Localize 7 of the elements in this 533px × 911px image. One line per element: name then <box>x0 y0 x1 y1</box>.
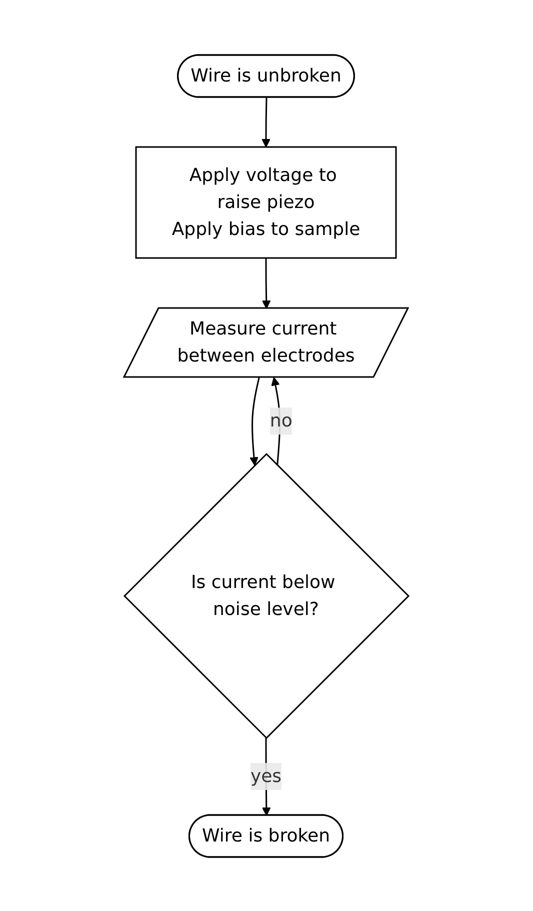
arrow <box>262 258 271 308</box>
node-box: Apply voltage to raise piezo Apply bias to sample <box>136 146 397 258</box>
node-diamond: Is current below noise level? <box>124 452 410 739</box>
edge-label: yes <box>250 766 282 786</box>
arrow <box>262 96 271 147</box>
edge-label: no <box>270 410 293 432</box>
arrow <box>250 376 260 466</box>
